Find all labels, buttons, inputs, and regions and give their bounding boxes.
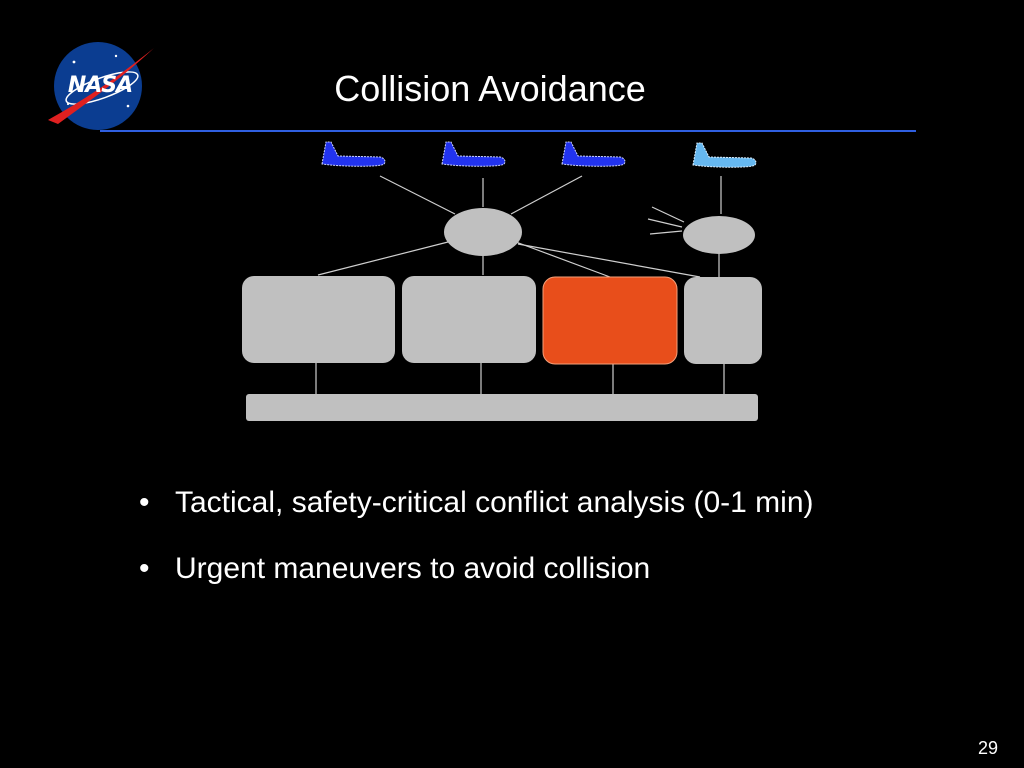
aircraft-2-icon [441, 141, 506, 167]
bullet-item: • Urgent maneuvers to avoid collision [135, 552, 814, 586]
bullet-list: • Tactical, safety-critical conflict ana… [135, 486, 814, 618]
system-box-1 [242, 276, 395, 363]
bullet-dot-icon: • [139, 552, 150, 585]
collision-hub-node [683, 216, 755, 254]
aircraft-highlighted-icon [692, 142, 757, 168]
aircraft-1-icon [321, 141, 386, 167]
bullet-dot-icon: • [139, 486, 150, 519]
logo-wordmark: NASA [67, 73, 133, 98]
system-box-highlighted [542, 276, 678, 365]
slide-title: Collision Avoidance [334, 68, 646, 109]
aircraft-3-icon [561, 141, 626, 167]
nasa-meatball-icon [48, 42, 154, 130]
bus-bar [246, 394, 758, 421]
nasa-logo: NASA [44, 40, 156, 134]
system-box-4 [684, 277, 762, 364]
system-box-2 [402, 276, 536, 363]
bullet-item: • Tactical, safety-critical conflict ana… [135, 486, 814, 520]
bullet-text: Tactical, safety-critical conflict analy… [175, 486, 814, 519]
hub-node [444, 208, 522, 256]
page-number: 29 [977, 738, 998, 758]
bullet-text: Urgent maneuvers to avoid collision [175, 552, 651, 585]
title-underline [100, 130, 916, 132]
connector-lines [315, 175, 725, 394]
